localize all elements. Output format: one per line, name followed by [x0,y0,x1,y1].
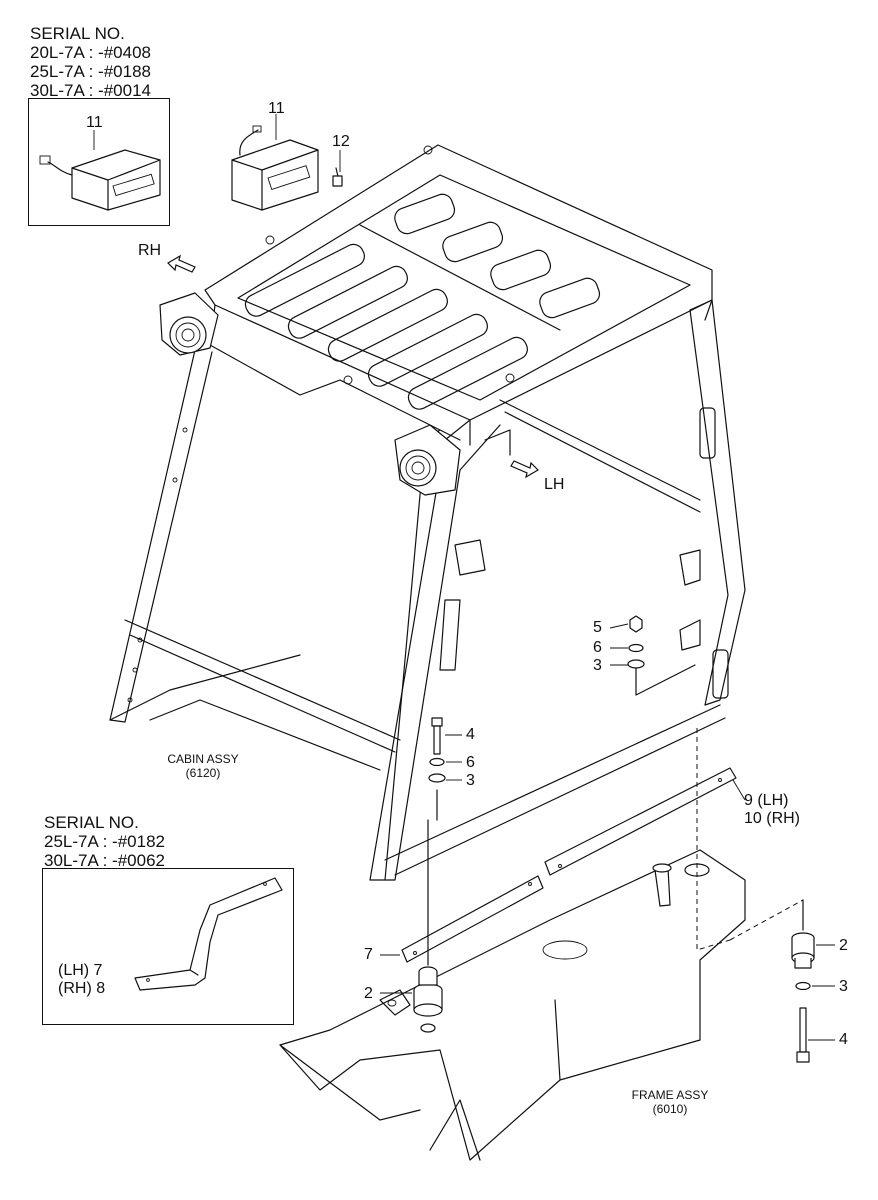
callout-plate-rear-rh: 10 (RH) [744,810,801,827]
mount-hardware-rear [627,615,696,696]
callout-radio: 11 [268,100,285,117]
serial-line: 25L-7A : -#0188 [30,62,151,81]
callout-mount-front: 2 [364,985,373,1002]
serial-line: 30L-7A : -#0014 [30,81,151,100]
inset-box-radio [28,98,170,226]
antenna-part [332,167,343,187]
cabin-assy-code: (6120) [185,766,221,780]
rh-arrow-icon [167,254,196,273]
serial-line: 30L-7A : -#0062 [44,851,165,870]
callout-plate-rear: 9 (LH) [744,792,789,809]
callout-inset-lh: (LH) 7 [58,962,103,979]
callout-bolt-front: 4 [466,726,475,743]
mounting-plate-front [401,875,544,963]
cabin-assy-label: CABIN ASSY [167,752,239,766]
radio-unit [231,125,319,211]
cabin-roof [204,144,713,446]
callout-washer-right: 3 [839,978,848,995]
callout-washer-b: 3 [593,657,602,674]
callout-plate-front: 7 [364,946,373,963]
serial-heading-bottom: SERIAL NO. [44,813,139,832]
inset-box-bracket [42,868,294,1025]
callout-washer-d: 3 [466,772,475,789]
callout-nut: 5 [593,619,602,636]
callout-bolt-right: 4 [839,1031,848,1048]
lh-label: LH [544,476,565,493]
callout-washer-a: 6 [593,639,602,656]
callout-inset-radio: 11 [86,114,103,131]
serial-line: 25L-7A : -#0182 [44,832,165,851]
callout-washer-c: 6 [466,754,475,771]
speaker-right [394,424,461,496]
frame-assy-label: FRAME ASSY [631,1088,709,1102]
serial-line: 20L-7A : -#0408 [30,43,151,62]
inset-radio-drawing [39,149,161,211]
leader-lines [93,114,835,1041]
frame-body [279,849,746,1161]
frame-assy-code: (6010) [652,1102,688,1116]
speaker-left [159,292,219,356]
serial-heading-top: SERIAL NO. [30,24,125,43]
inset-bracket-drawing [134,877,283,991]
mounting-plate-rear [544,767,737,876]
mount-hardware-front [428,717,446,821]
rubber-mount-front [413,819,443,1033]
rh-label: RH [138,242,162,259]
cabin-frame [109,299,746,881]
lh-arrow-icon [510,460,539,479]
callout-mount-right: 2 [839,937,848,954]
callout-inset-rh: (RH) 8 [58,980,106,997]
rubber-mount-right [791,899,815,1063]
callout-antenna: 12 [332,133,350,150]
